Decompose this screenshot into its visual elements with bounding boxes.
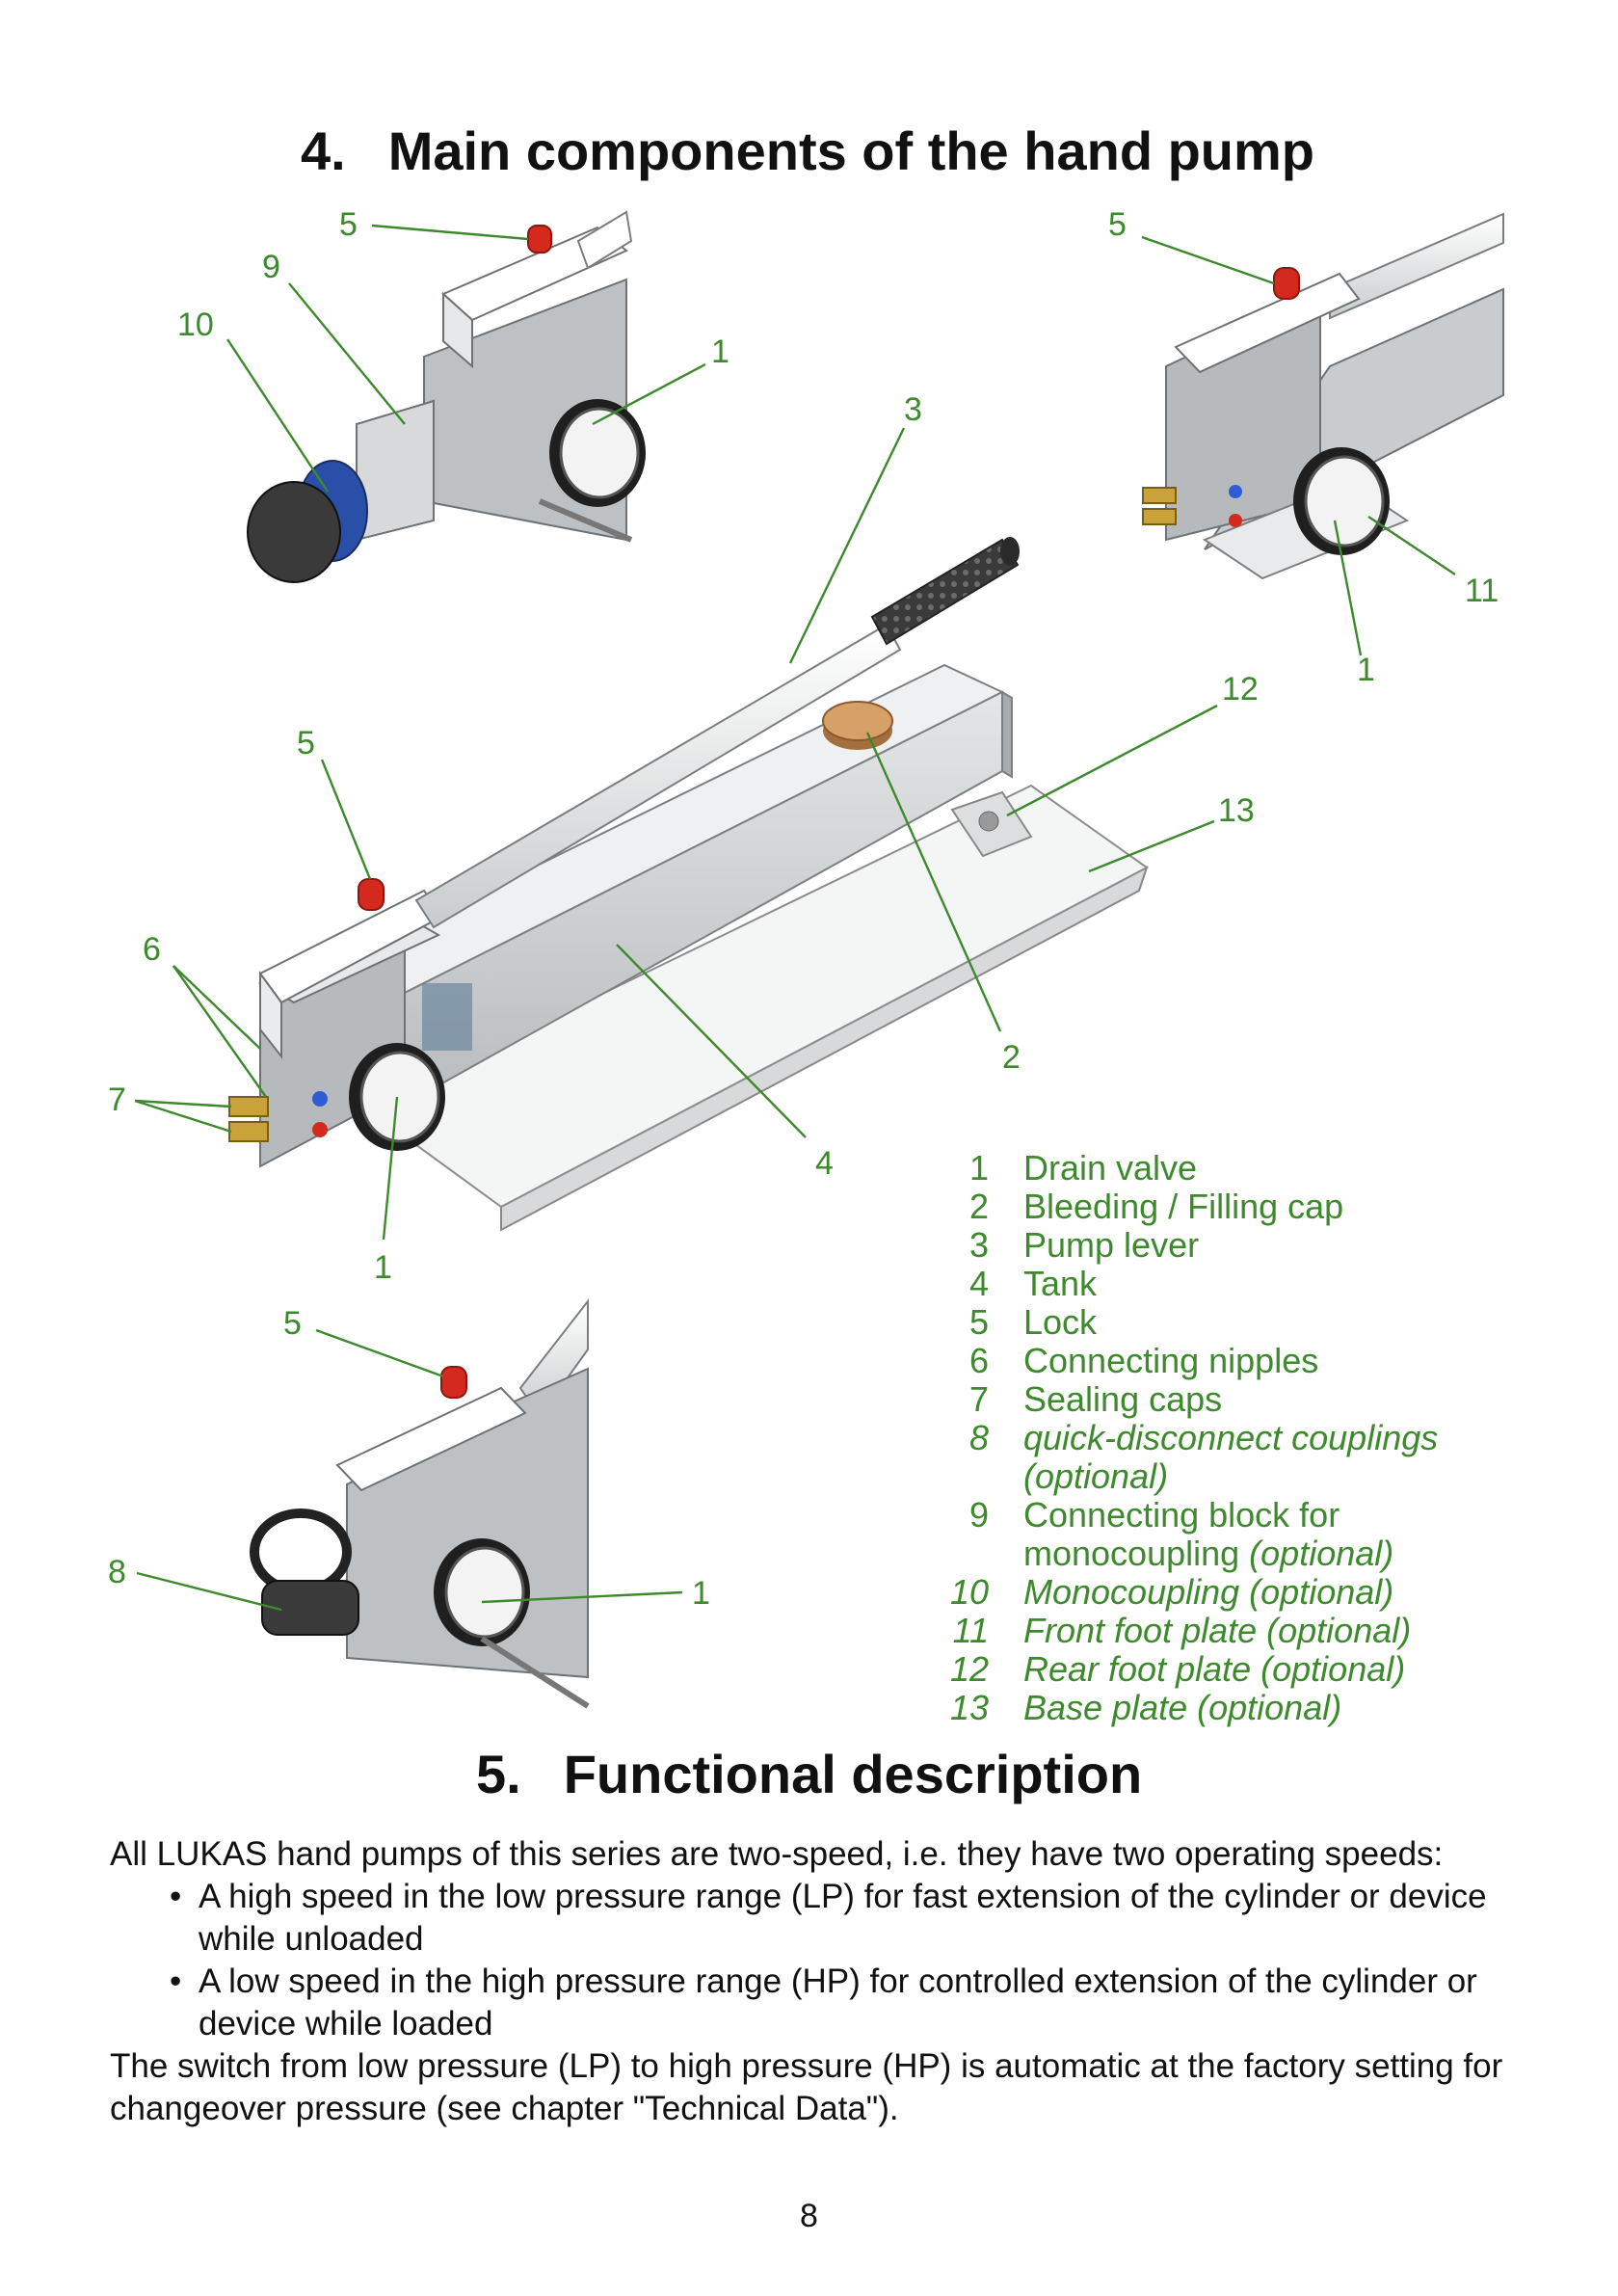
section-4-heading: 4. Main components of the hand pump xyxy=(301,120,1314,182)
legend-number: 11 xyxy=(952,1611,989,1650)
legend-number: 2 xyxy=(968,1187,989,1226)
legend-number: 9 xyxy=(968,1495,989,1535)
legend-item: 10 Monocoupling (optional) xyxy=(935,1573,1552,1612)
legend-text: Sealing caps xyxy=(1023,1379,1223,1419)
legend-text: Lock xyxy=(1023,1302,1098,1342)
list-item: A high speed in the low pressure range (… xyxy=(170,1876,1517,1961)
legend-number: 3 xyxy=(968,1225,989,1265)
legend-item: 13 Base plate (optional) xyxy=(935,1689,1552,1727)
section-4-number: 4. xyxy=(301,120,346,181)
legend-text-optional: quick-disconnect couplings (optional) xyxy=(1023,1418,1439,1496)
legend-number: 13 xyxy=(949,1688,989,1727)
legend-number: 8 xyxy=(968,1418,989,1457)
legend-text-optional: Front foot plate (optional) xyxy=(1023,1611,1412,1650)
callout-9: 9 xyxy=(262,249,280,285)
callout-11: 11 xyxy=(1465,573,1499,609)
inset-top-left-drawing xyxy=(247,210,646,583)
legend-text: Connecting block for monocoupling xyxy=(1023,1495,1340,1573)
callout-5-bottomleft: 5 xyxy=(283,1305,302,1342)
section-4-title: Main components of the hand pump xyxy=(387,120,1314,181)
list-item: A low speed in the high pressure range (… xyxy=(170,1961,1517,2045)
legend-item: 2 Bleeding / Filling cap xyxy=(935,1188,1552,1226)
legend-number: 6 xyxy=(968,1341,989,1380)
legend-number: 5 xyxy=(968,1302,989,1342)
legend-item: 6 Connecting nipples xyxy=(935,1342,1552,1380)
callout-leader-lines xyxy=(134,224,1456,1612)
legend-text: Drain valve xyxy=(1023,1148,1198,1188)
legend-item: 4 Tank xyxy=(935,1265,1552,1303)
page-number: 8 xyxy=(800,2198,818,2234)
legend-text: Connecting nipples xyxy=(1023,1341,1319,1380)
callout-12: 12 xyxy=(1222,671,1259,707)
component-legend: 1 Drain valve 2 Bleeding / Filling cap 3 Pu… xyxy=(935,1149,1552,1727)
speed-list: A high speed in the low pressure range (… xyxy=(110,1876,1517,2045)
callout-7: 7 xyxy=(108,1081,126,1118)
callout-labels: 5 9 10 1 5 3 11 1 12 5 13 6 2 7 4 1 5 8 … xyxy=(108,206,1499,1612)
legend-item: 11 Front foot plate (optional) xyxy=(935,1612,1552,1650)
callout-10: 10 xyxy=(177,307,214,343)
section-5-title: Functional description xyxy=(563,1744,1143,1804)
legend-item: 12 Rear foot plate (optional) xyxy=(935,1650,1552,1689)
section-5-number: 5. xyxy=(476,1744,521,1804)
callout-1-topright: 1 xyxy=(1357,652,1375,688)
legend-number: 4 xyxy=(968,1264,989,1303)
callout-8: 8 xyxy=(108,1554,126,1590)
legend-text: Bleeding / Filling cap xyxy=(1023,1187,1344,1226)
legend-text-optional: Base plate (optional) xyxy=(1023,1688,1342,1727)
legend-text-optional: Monocoupling (optional) xyxy=(1023,1572,1394,1612)
callout-1-main: 1 xyxy=(374,1249,392,1286)
legend-number: 1 xyxy=(968,1148,989,1188)
main-pump-drawing xyxy=(228,537,1149,1232)
legend-text: Tank xyxy=(1023,1264,1098,1303)
callout-5-main: 5 xyxy=(297,725,315,761)
legend-number: 7 xyxy=(968,1379,989,1419)
legend-item: 9 Connecting block for monocoupling (opti… xyxy=(935,1496,1552,1573)
callout-2: 2 xyxy=(1002,1039,1021,1076)
callout-1-bottomleft: 1 xyxy=(692,1575,710,1612)
callout-1-topleft: 1 xyxy=(711,334,729,370)
inset-top-right-drawing xyxy=(1142,212,1504,580)
legend-text: Pump lever xyxy=(1023,1225,1200,1265)
legend-item: 3 Pump lever xyxy=(935,1226,1552,1265)
section-5-heading: 5. Functional description xyxy=(476,1743,1142,1805)
outro-paragraph: The switch from low pressure (LP) to hig… xyxy=(110,2047,1503,2127)
callout-4: 4 xyxy=(815,1145,834,1182)
intro-paragraph: All LUKAS hand pumps of this series are … xyxy=(110,1835,1444,1873)
legend-item: 7 Sealing caps xyxy=(935,1380,1552,1419)
callout-5-topleft: 5 xyxy=(339,206,358,243)
legend-item: 8 quick-disconnect couplings (optional) xyxy=(935,1419,1552,1496)
legend-number: 12 xyxy=(949,1649,989,1689)
legend-text-optional: Rear foot plate (optional) xyxy=(1023,1649,1406,1689)
callout-13: 13 xyxy=(1218,792,1255,829)
legend-item: 5 Lock xyxy=(935,1303,1552,1342)
inset-bottom-left-drawing xyxy=(250,1298,590,1709)
callout-6: 6 xyxy=(143,931,161,968)
functional-description-body: All LUKAS hand pumps of this series are … xyxy=(110,1833,1517,2130)
callout-5-topright: 5 xyxy=(1108,206,1127,243)
hand-pump-figure: 5 9 10 1 5 3 11 1 12 5 13 6 2 7 4 1 5 8 … xyxy=(108,206,1504,1709)
legend-item: 1 Drain valve xyxy=(935,1149,1552,1188)
callout-3: 3 xyxy=(904,391,922,428)
legend-text-optional: (optional) xyxy=(1249,1534,1394,1573)
legend-number: 10 xyxy=(949,1572,989,1612)
